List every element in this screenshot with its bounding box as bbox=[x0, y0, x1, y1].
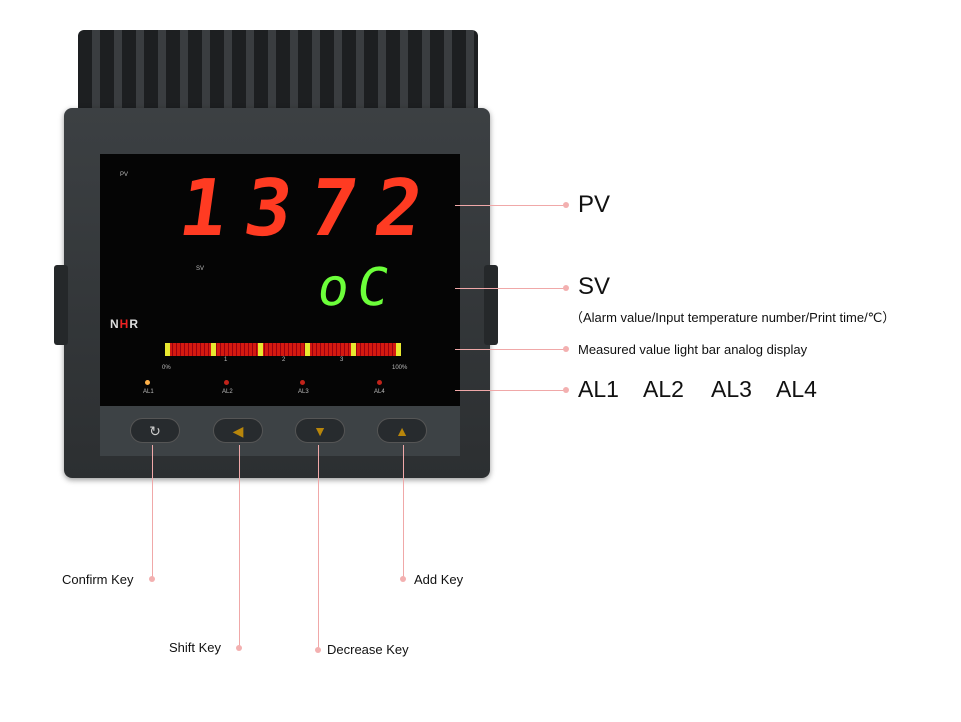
sv-display: oC bbox=[313, 258, 401, 318]
decrease-leader-dot bbox=[315, 647, 321, 653]
shift-key[interactable]: ◀ bbox=[213, 418, 263, 443]
al3-label: AL3 bbox=[298, 389, 309, 395]
al3-callout: AL3 bbox=[711, 376, 752, 402]
bar-start-label: 0% bbox=[162, 365, 171, 371]
add-leader-dot bbox=[400, 576, 406, 582]
bar-tick: 1 bbox=[224, 357, 228, 363]
light-bar bbox=[165, 343, 401, 356]
brand-logo: NHR bbox=[110, 317, 140, 331]
bar-leader-dot bbox=[563, 346, 569, 352]
side-clip-left bbox=[54, 265, 68, 345]
decrease-key[interactable]: ▼ bbox=[295, 418, 345, 443]
al1-led bbox=[145, 380, 150, 385]
al1-label: AL1 bbox=[143, 389, 154, 395]
al3-led bbox=[300, 380, 305, 385]
add-key-callout: Add Key bbox=[414, 572, 464, 587]
bar-tick: 2 bbox=[282, 357, 286, 363]
bar-callout: Measured value light bar analog display bbox=[578, 342, 808, 357]
sv-callout: SV bbox=[578, 273, 611, 300]
display-screen bbox=[100, 154, 460, 406]
add-leader-line bbox=[403, 445, 404, 578]
decrease-leader-line bbox=[318, 445, 319, 649]
shift-key-callout: Shift Key bbox=[169, 640, 222, 655]
al2-label: AL2 bbox=[222, 389, 233, 395]
al4-led bbox=[377, 380, 382, 385]
bar-leader-line bbox=[455, 349, 565, 350]
al2-callout: AL2 bbox=[643, 376, 684, 402]
sv-leader-line bbox=[455, 288, 565, 289]
al1-callout: AL1 bbox=[578, 376, 619, 402]
sv-leader-dot bbox=[563, 285, 569, 291]
shift-leader-dot bbox=[236, 645, 242, 651]
bar-tick: 3 bbox=[340, 357, 344, 363]
pv-indicator-label: PV bbox=[120, 172, 129, 178]
sv-callout-note: （Alarm value/Input temperature number/Pr… bbox=[570, 310, 896, 325]
side-clip-right bbox=[484, 265, 498, 345]
pv-leader-dot bbox=[563, 202, 569, 208]
confirm-key[interactable]: ↻ bbox=[130, 418, 180, 443]
alarm-leader-dot bbox=[563, 387, 569, 393]
pv-callout: PV bbox=[578, 191, 611, 218]
pv-display: 1372 bbox=[173, 164, 447, 254]
confirm-key-callout: Confirm Key bbox=[62, 572, 134, 587]
shift-leader-line bbox=[239, 445, 240, 647]
pv-leader-line bbox=[455, 205, 565, 206]
add-key[interactable]: ▲ bbox=[377, 418, 427, 443]
bar-end-label: 100% bbox=[392, 365, 408, 371]
decrease-key-callout: Decrease Key bbox=[327, 642, 409, 657]
sv-indicator-label: SV bbox=[196, 266, 205, 272]
al2-led bbox=[224, 380, 229, 385]
confirm-leader-line bbox=[152, 445, 153, 578]
al4-label: AL4 bbox=[374, 389, 385, 395]
alarm-leader-line bbox=[455, 390, 565, 391]
al4-callout: AL4 bbox=[776, 376, 817, 402]
confirm-leader-dot bbox=[149, 576, 155, 582]
